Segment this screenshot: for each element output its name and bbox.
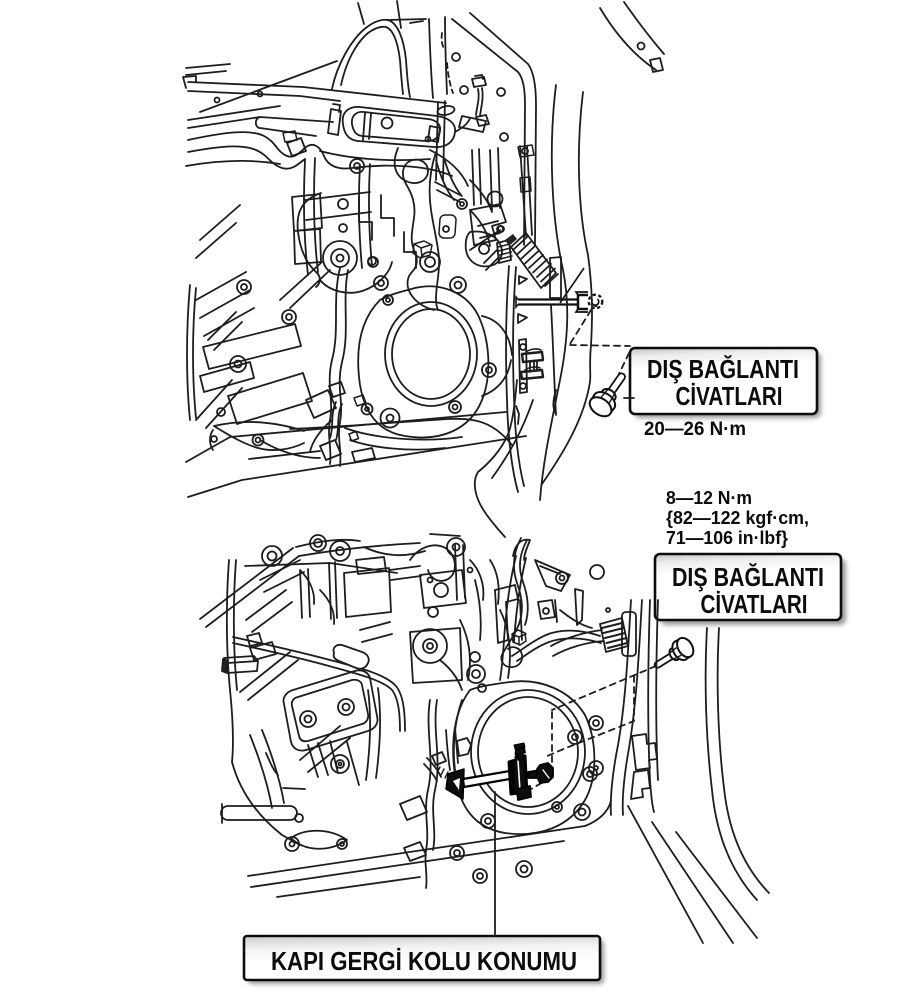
svg-text:CİVATLARI: CİVATLARI bbox=[701, 591, 808, 619]
svg-text:8—12 N·m: 8—12 N·m bbox=[666, 488, 752, 508]
svg-text:20—26 N·m: 20—26 N·m bbox=[644, 419, 746, 440]
svg-text:CİVATLARI: CİVATLARI bbox=[676, 383, 783, 411]
svg-text:KAPI GERGİ KOLU KONUMU: KAPI GERGİ KOLU KONUMU bbox=[271, 946, 577, 976]
svg-text:{82—122 kgf·cm,: {82—122 kgf·cm, bbox=[666, 508, 809, 528]
svg-text:DIŞ BAĞLANTI: DIŞ BAĞLANTI bbox=[647, 355, 799, 384]
svg-text:DIŞ BAĞLANTI: DIŞ BAĞLANTI bbox=[672, 563, 824, 592]
svg-text:71—106 in·lbf}: 71—106 in·lbf} bbox=[666, 528, 788, 548]
